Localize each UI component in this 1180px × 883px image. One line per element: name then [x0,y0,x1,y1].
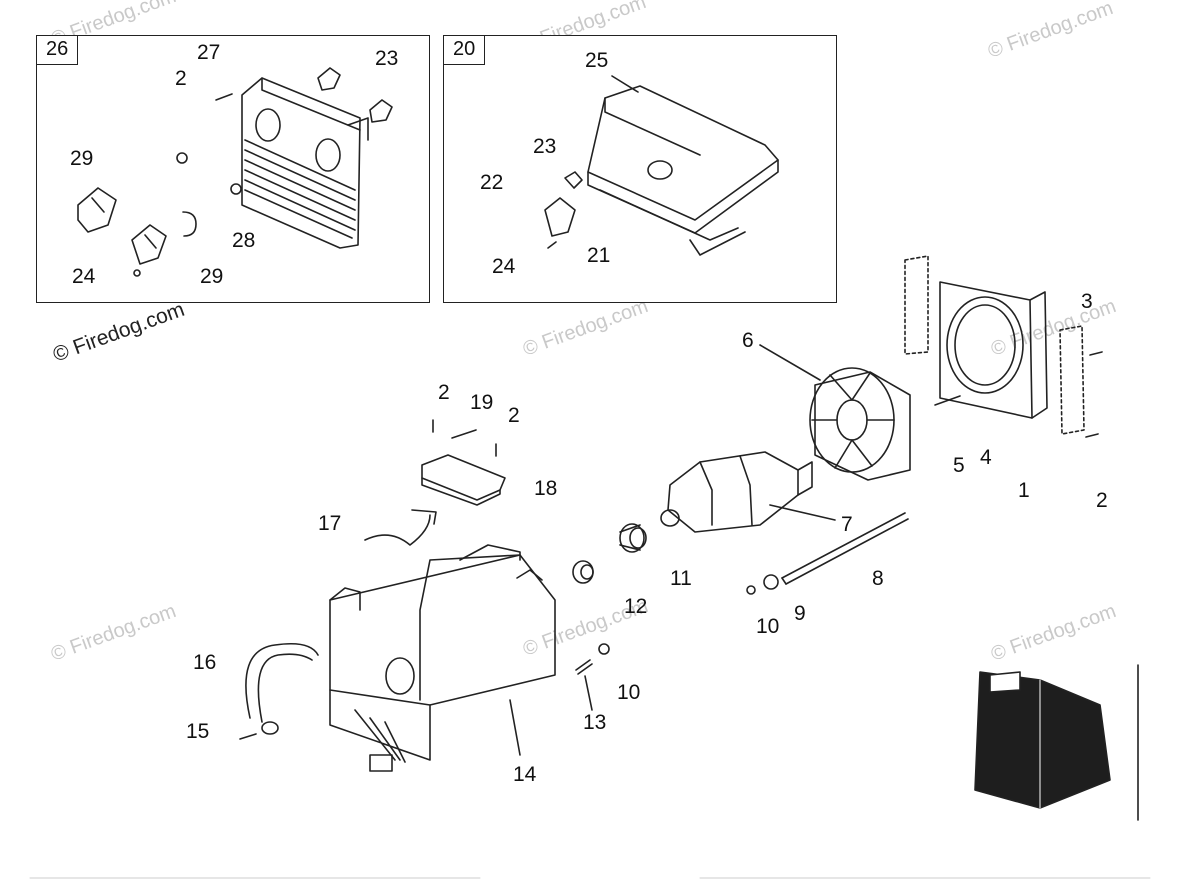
terminal-19 [451,429,477,439]
callout-29-b: 29 [200,265,224,288]
bearing-12 [572,560,594,584]
callout-7: 7 [841,513,853,536]
callout-2-a: 2 [438,381,450,404]
callout-22: 22 [480,171,504,194]
ring-28 [182,211,197,237]
through-bolt [781,512,909,585]
callout-2-b: 2 [508,404,520,427]
stator-housing [329,544,556,772]
cable-16 [245,642,319,723]
callout-25: 25 [585,49,609,72]
leader-13 [584,675,593,711]
leader-6 [759,344,821,381]
bearing-11 [619,523,647,553]
callout-2-right: 2 [1096,489,1108,512]
callout-10-b: 10 [617,681,641,704]
callout-15: 15 [186,720,210,743]
screw-5 [934,395,961,406]
louvered-panel [241,77,369,249]
callout-4: 4 [980,446,992,469]
clamp-24-b [131,224,167,265]
callout-10-a: 10 [756,615,780,638]
nut-10-a [746,585,756,595]
cable-17 [364,509,437,546]
stud-13 [575,659,593,675]
callout-5: 5 [953,454,965,477]
callout-16: 16 [193,651,217,674]
callout-9: 9 [794,602,806,625]
fan-shroud [904,255,1085,435]
connector-16 [261,721,279,735]
callout-13: 13 [583,711,607,734]
screw-3-a [1089,351,1103,356]
callout-27: 27 [197,41,221,64]
washer-9 [763,574,779,590]
terminal-block-18 [421,454,506,506]
callout-29-a: 29 [70,147,94,170]
clamp-22 [544,197,576,237]
inset-box-20: 20 [443,35,837,303]
bracket-23-a [317,67,341,91]
nut-29-b [133,269,141,277]
top-cover [587,85,779,256]
nut-29-a [176,152,188,164]
small-screw-27 [215,93,233,101]
callout-2-inset26: 2 [175,67,187,90]
leader-25 [611,75,639,93]
inset-box-26: 26 [36,35,430,303]
screw-3-b [1085,433,1099,438]
callout-28: 28 [232,229,256,252]
cooling-fan [809,367,911,481]
callout-1: 1 [1018,479,1030,502]
callout-23-inset26: 23 [375,47,399,70]
callout-8: 8 [872,567,884,590]
callout-11: 11 [670,567,692,590]
screw-21 [547,241,557,249]
callout-24-inset20: 24 [492,255,516,278]
armature [660,451,813,533]
end-bell-detail [974,664,1139,821]
callout-18: 18 [534,477,558,500]
callout-14: 14 [513,763,537,786]
inset-tag-26: 26 [37,36,79,65]
leader-7 [769,504,836,521]
callout-19: 19 [470,391,494,414]
callout-3: 3 [1081,290,1093,313]
nut-10-b [598,643,610,655]
screw-15 [239,733,257,740]
bracket-23-b [369,99,393,123]
leader-14 [509,699,521,756]
callout-21: 21 [587,244,611,267]
callout-12: 12 [624,595,648,618]
callout-24-inset26: 24 [72,265,96,288]
clamp-24-a [77,187,117,233]
bracket-23-inset20 [564,171,583,189]
callout-17: 17 [318,512,342,535]
callout-23-inset20: 23 [533,135,557,158]
nut-28 [230,183,242,195]
inset-tag-20: 20 [444,36,486,65]
callout-6: 6 [742,329,754,352]
